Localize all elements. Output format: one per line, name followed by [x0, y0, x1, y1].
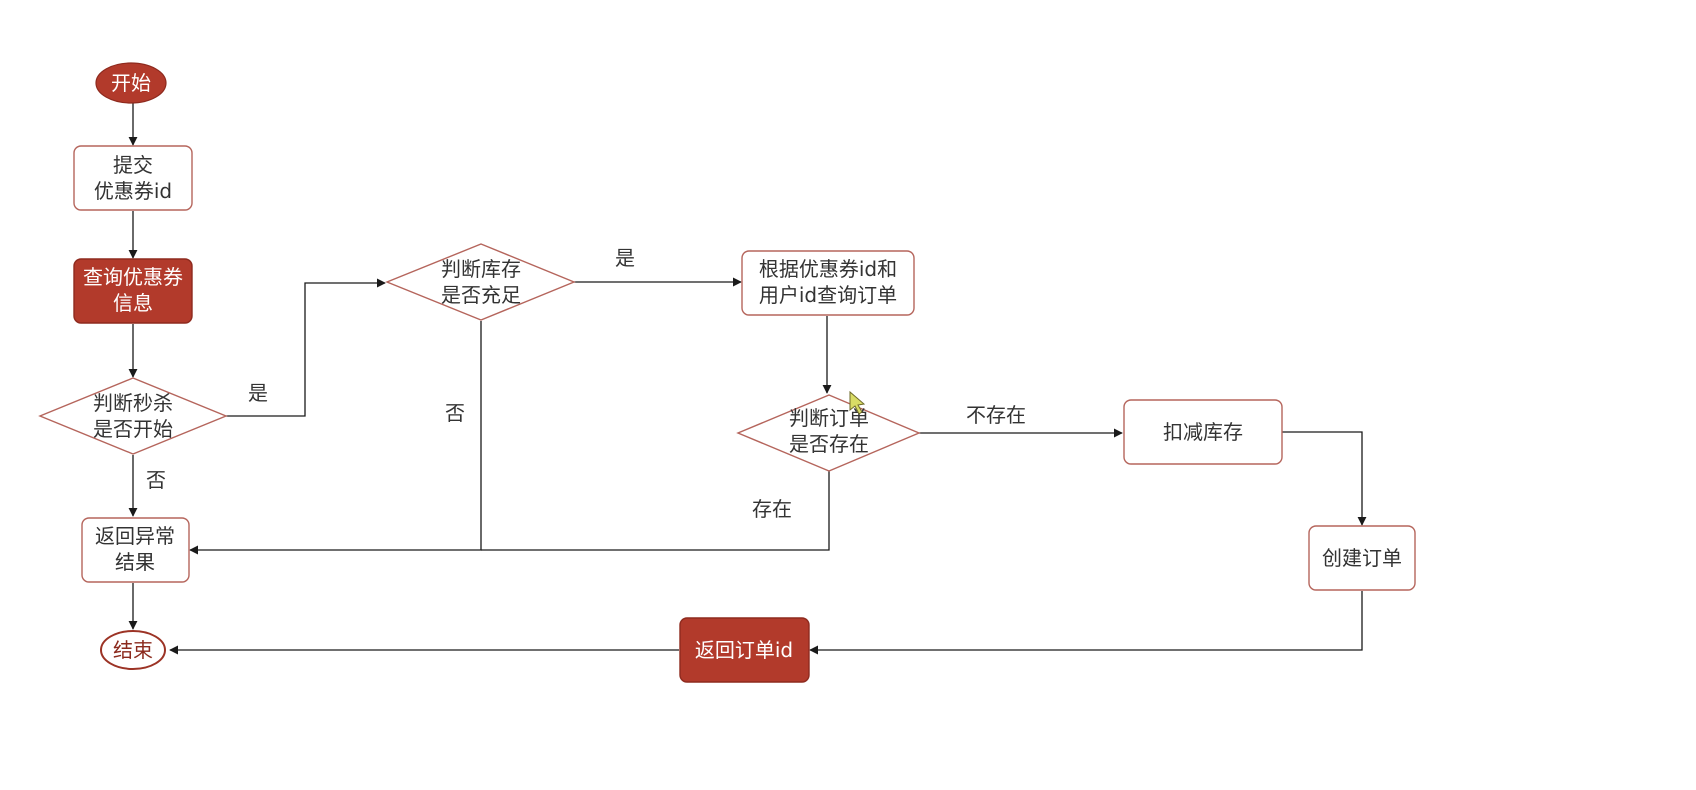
- edge-deduct-to-create: [1282, 431, 1367, 526]
- node-check-seckill-line2: 是否开始: [93, 417, 173, 441]
- node-create-order-label: 创建订单: [1322, 546, 1402, 570]
- node-return-error: 返回异常 结果: [81, 517, 190, 583]
- node-check-stock-line1: 判断库存: [441, 257, 521, 281]
- node-query-order-line1: 根据优惠券id和: [759, 257, 897, 281]
- edge-check-seckill-yes: [226, 278, 386, 417]
- edge-label-order-not-exist: 不存在: [966, 403, 1026, 427]
- edge-label-stock-yes: 是: [615, 246, 635, 270]
- node-return-order-id-label: 返回订单id: [695, 638, 793, 662]
- node-query-order: 根据优惠券id和 用户id查询订单: [741, 250, 915, 316]
- node-end: 结束: [100, 630, 166, 670]
- node-start-label: 开始: [111, 71, 151, 95]
- edge-label-seckill-no: 否: [146, 468, 166, 492]
- edges: [128, 103, 1367, 655]
- edge-label-order-exist: 存在: [752, 497, 792, 521]
- node-check-order-line1: 判断订单: [789, 406, 869, 430]
- node-submit-coupon: 提交 优惠券id: [73, 145, 193, 211]
- node-check-order-line2: 是否存在: [789, 432, 869, 456]
- edge-check-stock-no: [189, 321, 482, 555]
- node-end-label: 结束: [113, 638, 153, 662]
- edge-create-to-return-id: [809, 591, 1363, 655]
- node-query-coupon: 查询优惠券 信息: [73, 258, 193, 324]
- node-return-order-id: 返回订单id: [679, 617, 810, 683]
- node-submit-coupon-line1: 提交: [113, 153, 153, 177]
- node-query-order-line2: 用户id查询订单: [759, 283, 897, 307]
- node-return-error-line1: 返回异常: [95, 524, 175, 548]
- node-start: 开始: [95, 62, 167, 104]
- node-query-coupon-line1: 查询优惠券: [83, 265, 183, 289]
- node-deduct-stock-label: 扣减库存: [1163, 420, 1243, 444]
- node-check-seckill-line1: 判断秒杀: [93, 391, 173, 415]
- node-check-seckill: 判断秒杀 是否开始: [38, 377, 228, 455]
- edge-labels: 是 否 是 否 不存在 存在: [146, 246, 1026, 521]
- node-check-stock: 判断库存 是否充足: [385, 243, 576, 321]
- node-check-stock-line2: 是否充足: [441, 283, 521, 307]
- node-deduct-stock: 扣减库存: [1123, 399, 1283, 465]
- edge-label-stock-no: 否: [445, 401, 465, 425]
- node-return-error-line2: 结果: [115, 550, 155, 574]
- node-submit-coupon-line2: 优惠券id: [94, 179, 172, 203]
- edge-check-order-exist: [481, 471, 830, 551]
- mouse-cursor-icon: [849, 390, 866, 415]
- node-query-coupon-line2: 信息: [113, 291, 153, 315]
- node-check-order: 判断订单 是否存在: [736, 394, 921, 472]
- edge-label-seckill-yes: 是: [248, 381, 268, 405]
- node-create-order: 创建订单: [1308, 525, 1416, 591]
